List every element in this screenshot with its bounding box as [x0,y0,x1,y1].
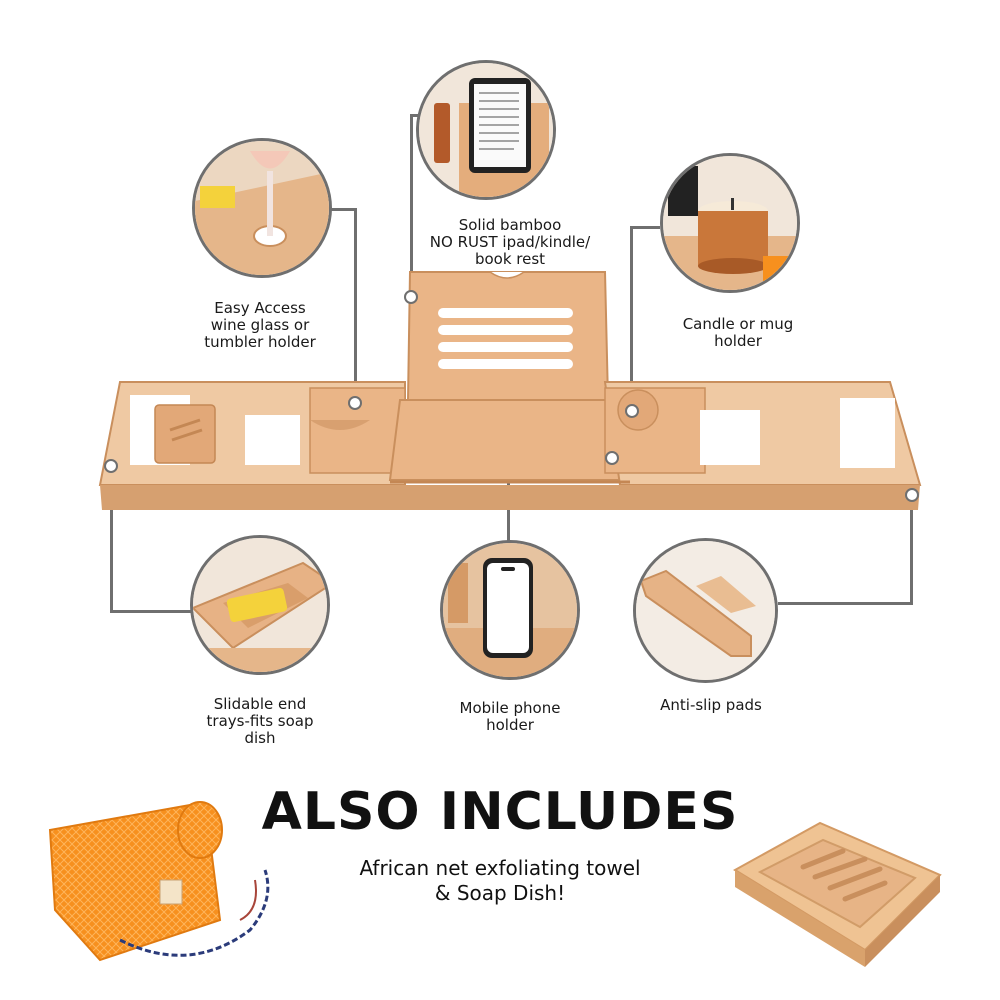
antislip-callout-line-v [910,494,913,604]
wine-glass-detail-icon [192,138,332,278]
wine-callout-line-v [354,208,357,398]
soap-dish-icon [733,821,942,967]
antislip-callout-dot [905,488,919,502]
phone-callout-dot [605,451,619,465]
anti-slip-label: Anti-slip pads [660,696,762,714]
candle-callout-line-h [630,226,660,229]
candle-detail-icon [660,153,800,293]
wine-callout-dot [348,396,362,410]
tablet-stand-detail-icon [416,60,556,200]
soap-callout-dot [104,459,118,473]
phone-holder-detail-icon [440,540,580,680]
wine-callout-line-h [330,208,356,211]
book-callout-dot [404,290,418,304]
soap-callout-line-v [110,466,113,612]
soap-tray-detail-icon [190,535,330,675]
also-includes-subtitle: African net exfoliating towel& Soap Dish… [359,856,641,905]
antislip-callout-line-h [778,602,913,605]
soap-callout-line-h [110,610,192,613]
exfoliating-towel-icon [48,801,270,962]
candle-callout-dot [625,404,639,418]
candle-callout-line-v [630,226,633,406]
anti-slip-detail-icon [633,538,778,683]
bath-caddy-tray-icon [98,271,922,510]
also-includes-heading: ALSO INCLUDES [261,782,739,842]
book-callout-line-v [410,114,413,296]
